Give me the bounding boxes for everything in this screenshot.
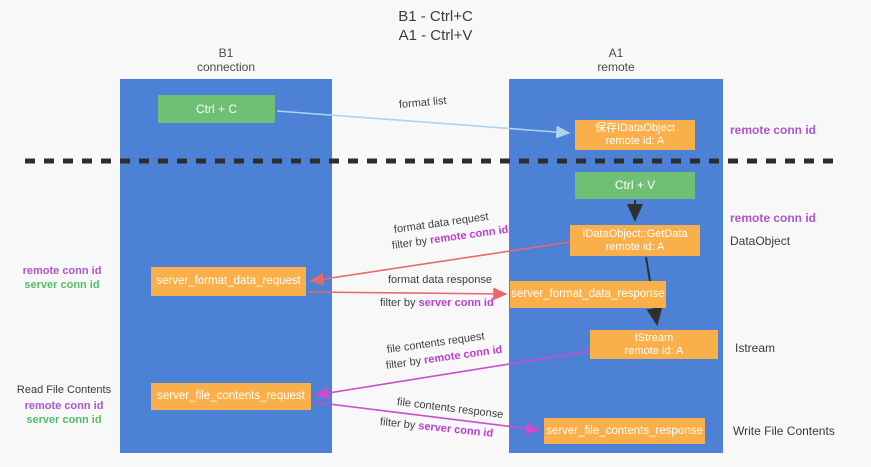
ctrl-v-label: Ctrl + V	[614, 178, 656, 192]
left-file-remote-conn-id: remote conn id	[24, 400, 104, 412]
read-file-contents-label: Read File Contents	[16, 384, 112, 396]
title-line-1: B1 - Ctrl+C	[398, 8, 473, 25]
server-file-contents-request-label: server_file_contents_request	[157, 390, 305, 402]
column-b1-subtitle: connection	[196, 60, 256, 74]
filter-server-conn-id: server conn id	[417, 420, 494, 440]
save-idataobject-line1: 保存IDataObject	[594, 122, 676, 134]
column-a1-name: A1	[608, 46, 624, 60]
istream-side-label: Istream	[735, 341, 776, 355]
column-b1-name: B1	[218, 46, 234, 60]
ctrl-c-box: Ctrl + C	[158, 95, 275, 123]
istream-line1: IStream	[634, 331, 674, 344]
file-contents-response-edge-label: file contents response	[396, 396, 504, 421]
save-idataobject-box: 保存IDataObject remote id: A	[575, 120, 695, 150]
istream-line2: remote id: A	[624, 344, 684, 357]
server-format-data-request-box: server_format_data_request	[151, 267, 306, 296]
filter-by-text: filter by	[379, 416, 419, 432]
column-header-a1: A1 remote	[509, 46, 723, 74]
dataobject-label: DataObject	[730, 234, 791, 248]
server-format-data-response-label: server_format_data_response	[511, 288, 665, 300]
format-data-response-filter-label: filter by server conn id	[380, 297, 494, 309]
left-format-server-conn-id: server conn id	[24, 279, 100, 291]
server-file-contents-response-box: server_file_contents_response	[544, 418, 705, 444]
column-a1-subtitle: remote	[597, 60, 635, 74]
istream-box: IStream remote id: A	[590, 330, 718, 359]
idataobject-getdata-box: IDataObject::GetData remote id: A	[570, 225, 700, 256]
write-file-contents-label: Write File Contents	[733, 424, 835, 438]
server-file-contents-request-box: server_file_contents_request	[151, 383, 311, 410]
filter-server-conn-id: server conn id	[418, 297, 494, 309]
right-remote-conn-id-top: remote conn id	[730, 123, 817, 137]
right-remote-conn-id-mid: remote conn id	[730, 211, 817, 225]
left-format-remote-conn-id: remote conn id	[22, 265, 102, 277]
file-contents-response-filter-label: filter by server conn id	[379, 416, 493, 440]
format-list-edge-label: format list	[398, 94, 448, 111]
format-data-response-edge-label: format data response	[388, 274, 492, 286]
left-file-labels: Read File Contents remote conn id server…	[10, 383, 118, 427]
server-file-contents-response-label: server_file_contents_response	[546, 424, 703, 437]
server-format-data-response-box: server_format_data_response	[510, 281, 666, 308]
save-idataobject-line2: remote id: A	[605, 135, 665, 147]
ctrl-c-label: Ctrl + C	[195, 101, 237, 116]
ctrl-v-box: Ctrl + V	[575, 172, 695, 199]
getdata-line1: IDataObject::GetData	[582, 227, 688, 240]
title-line-2: A1 - Ctrl+V	[398, 27, 473, 44]
left-file-server-conn-id: server conn id	[26, 414, 102, 426]
filter-by-text: filter by	[380, 297, 419, 309]
left-format-conn-ids: remote conn id server conn id	[14, 264, 110, 292]
filter-by-text: filter by	[385, 354, 425, 372]
column-header-b1: B1 connection	[120, 46, 332, 74]
filter-by-text: filter by	[391, 234, 431, 252]
server-format-data-request-label: server_format_data_request	[156, 275, 301, 287]
diagram-title: B1 - Ctrl+C A1 - Ctrl+V	[0, 7, 871, 45]
format-data-response-arrow	[307, 287, 508, 301]
getdata-line2: remote id: A	[605, 240, 665, 253]
